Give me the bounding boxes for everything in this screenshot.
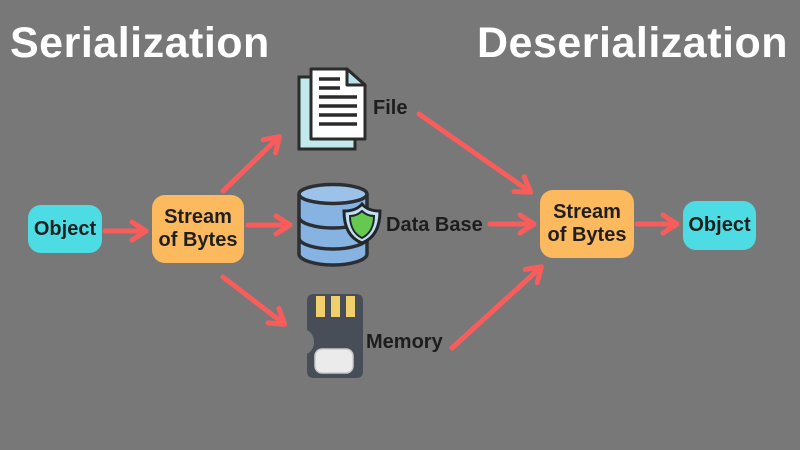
- file-label: File: [373, 97, 408, 119]
- stream-of-bytes-node-right: Stream of Bytes: [540, 190, 634, 258]
- database-shield-icon: [297, 182, 382, 267]
- deserialization-title: Deserialization: [477, 19, 788, 67]
- stream-left-label: Stream of Bytes: [158, 206, 238, 251]
- stream-right-label: Stream of Bytes: [547, 201, 627, 246]
- arrow-stream-to-file: [220, 134, 282, 194]
- arrow-file-to-stream: [416, 111, 534, 195]
- file-icon: [297, 67, 367, 151]
- shield-icon: [342, 201, 382, 245]
- memory-label: Memory: [366, 331, 443, 353]
- arrow-memory-to-stream: [449, 264, 544, 351]
- database-label: Data Base: [386, 214, 483, 236]
- serialization-title: Serialization: [10, 19, 270, 67]
- object-node-right: Object: [683, 201, 756, 250]
- object-node-right-label: Object: [688, 214, 751, 236]
- object-node-left-label: Object: [33, 217, 97, 240]
- stream-of-bytes-node-left: Stream of Bytes: [152, 195, 244, 263]
- object-node-left: Object: [28, 205, 102, 253]
- arrow-stream-to-memory: [220, 274, 288, 327]
- memory-card-icon: [307, 294, 363, 378]
